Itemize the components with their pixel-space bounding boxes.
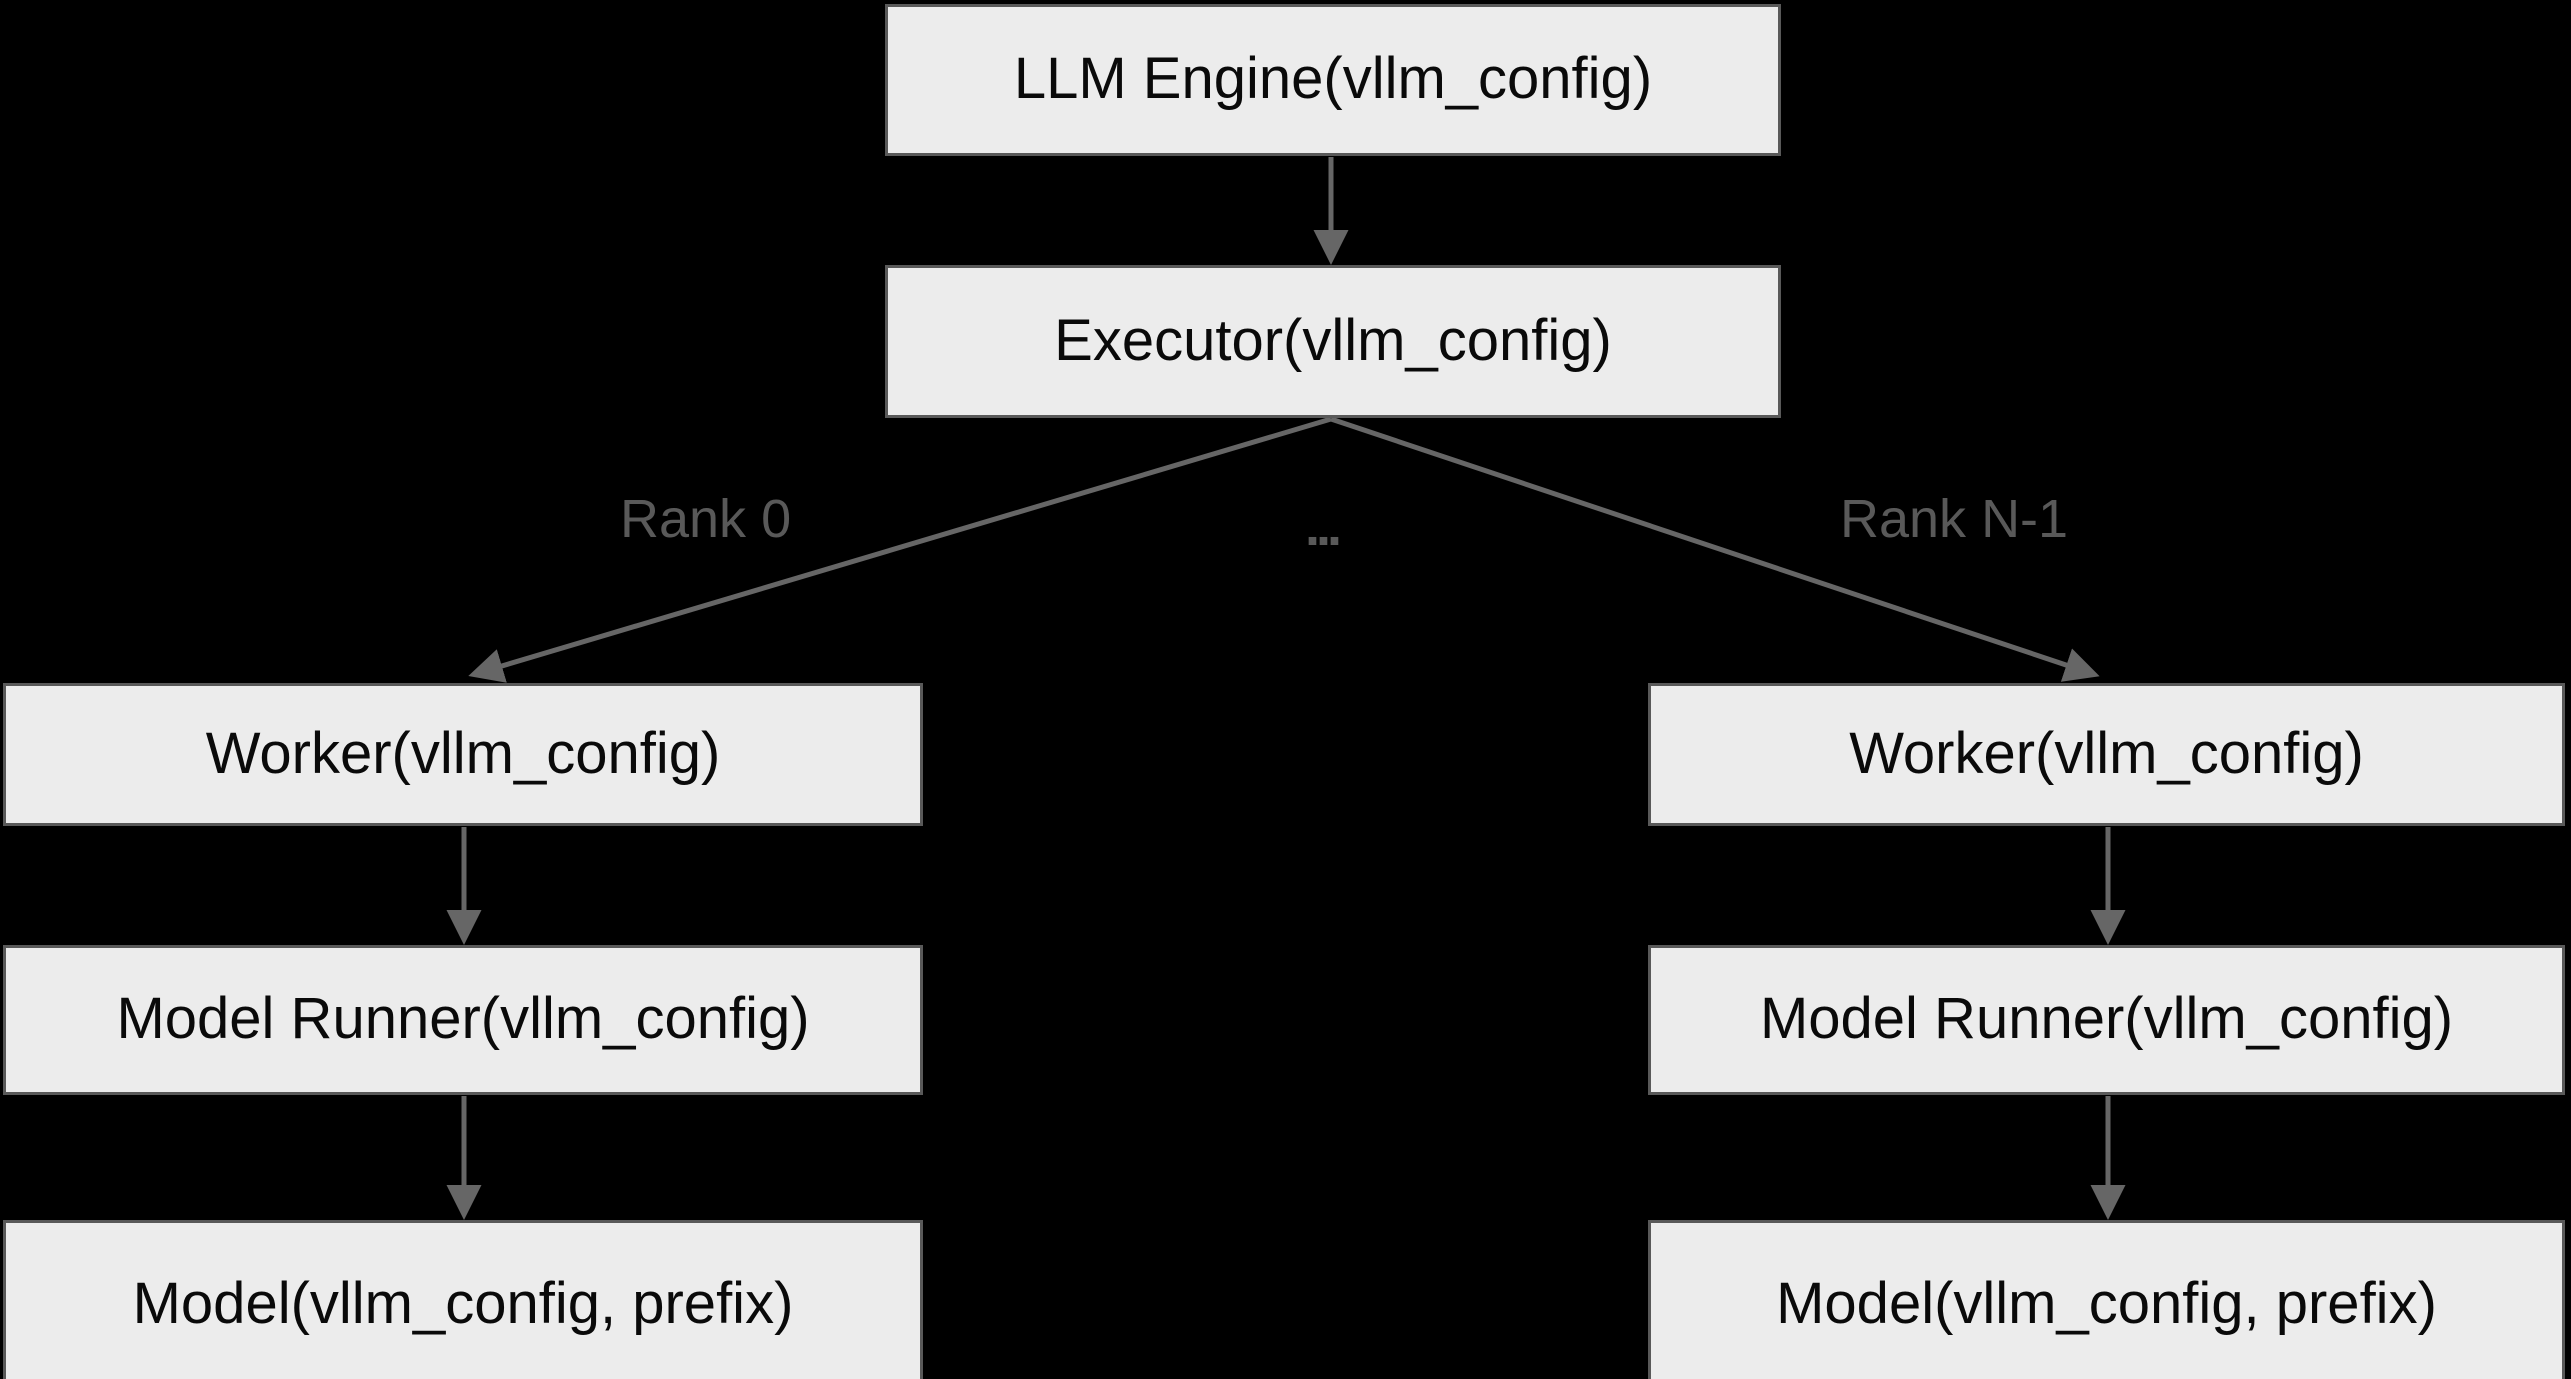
node-model-rank-0-label: Model(vllm_config, prefix) xyxy=(132,1271,794,1336)
node-model-runner-rank-n[interactable]: Model Runner(vllm_config) xyxy=(1648,945,2565,1095)
node-executor[interactable]: Executor(vllm_config) xyxy=(885,265,1781,418)
node-model-rank-n-label: Model(vllm_config, prefix) xyxy=(1776,1271,2437,1336)
node-model-rank-0[interactable]: Model(vllm_config, prefix) xyxy=(3,1220,923,1379)
node-llm-engine-label: LLM Engine(vllm_config) xyxy=(1013,46,1653,111)
edge-label-rank-0: Rank 0 xyxy=(620,489,792,549)
node-worker-rank-n-label: Worker(vllm_config) xyxy=(1849,720,2364,786)
edge-label-ellipsis: ... xyxy=(1305,497,1342,557)
edge-executor-to-worker-left xyxy=(468,416,1332,683)
node-executor-label: Executor(vllm_config) xyxy=(1054,307,1612,373)
node-model-rank-n[interactable]: Model(vllm_config, prefix) xyxy=(1648,1220,2565,1379)
node-model-runner-rank-n-label: Model Runner(vllm_config) xyxy=(1759,986,2454,1051)
node-worker-rank-0-label: Worker(vllm_config) xyxy=(205,720,721,786)
node-llm-engine[interactable]: LLM Engine(vllm_config) xyxy=(885,4,1781,156)
node-model-runner-rank-0[interactable]: Model Runner(vllm_config) xyxy=(3,945,923,1095)
edge-label-rank-n: Rank N-1 xyxy=(1840,489,2069,549)
node-worker-rank-0[interactable]: Worker(vllm_config) xyxy=(3,683,923,826)
node-worker-rank-n[interactable]: Worker(vllm_config) xyxy=(1648,683,2565,826)
node-model-runner-rank-0-label: Model Runner(vllm_config) xyxy=(116,986,810,1051)
